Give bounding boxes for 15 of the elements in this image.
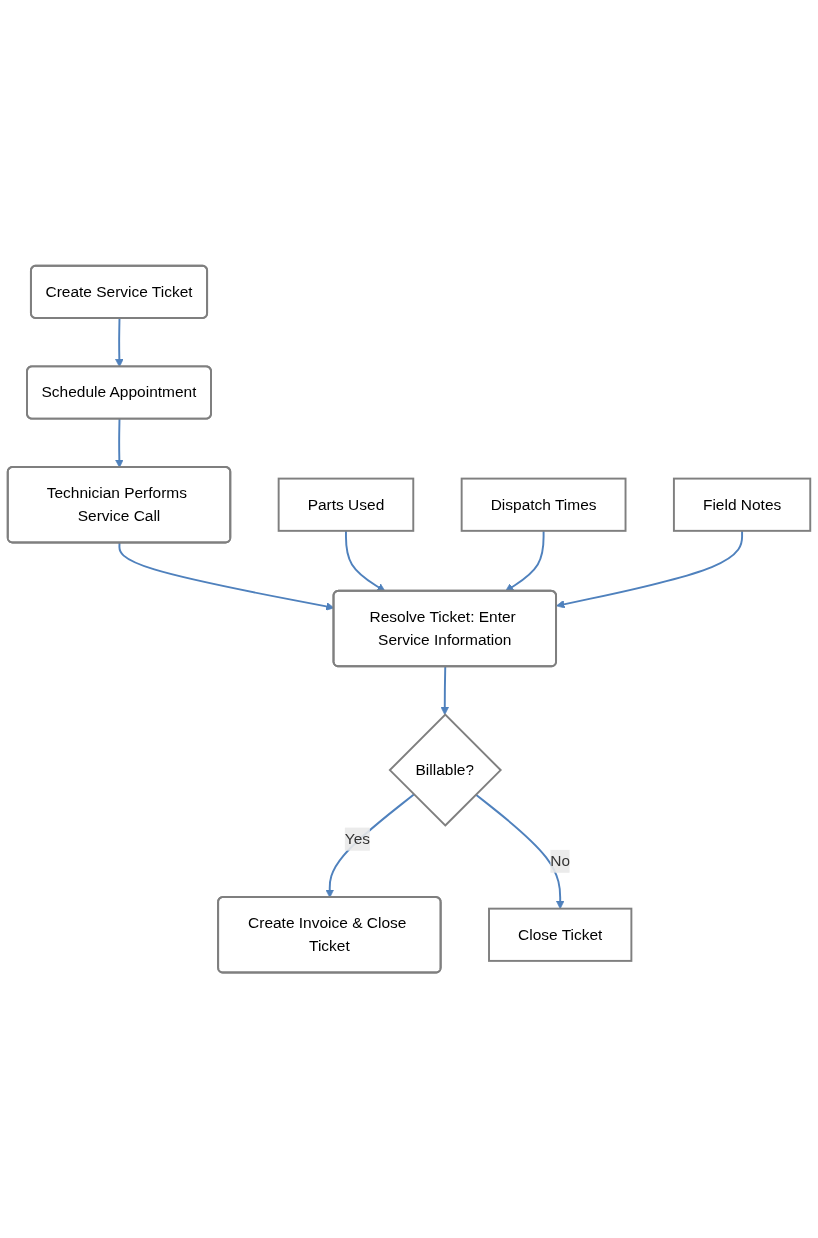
arrow (440, 665, 450, 715)
arrow (474, 793, 565, 909)
arrow (115, 418, 124, 468)
node-box: Field Notes (672, 477, 812, 532)
node-box: Dispatch Times (460, 477, 627, 532)
arrow (325, 793, 415, 898)
arrow (505, 529, 545, 592)
node-box: Parts Used (277, 477, 415, 532)
node-box: Close Ticket (488, 907, 633, 962)
arrow (345, 529, 386, 592)
edge-label: No (550, 852, 571, 869)
node-diamond: Billable? (388, 713, 503, 827)
arrow (115, 317, 124, 368)
edge-label: Yes (344, 830, 370, 847)
arrow (556, 529, 744, 609)
